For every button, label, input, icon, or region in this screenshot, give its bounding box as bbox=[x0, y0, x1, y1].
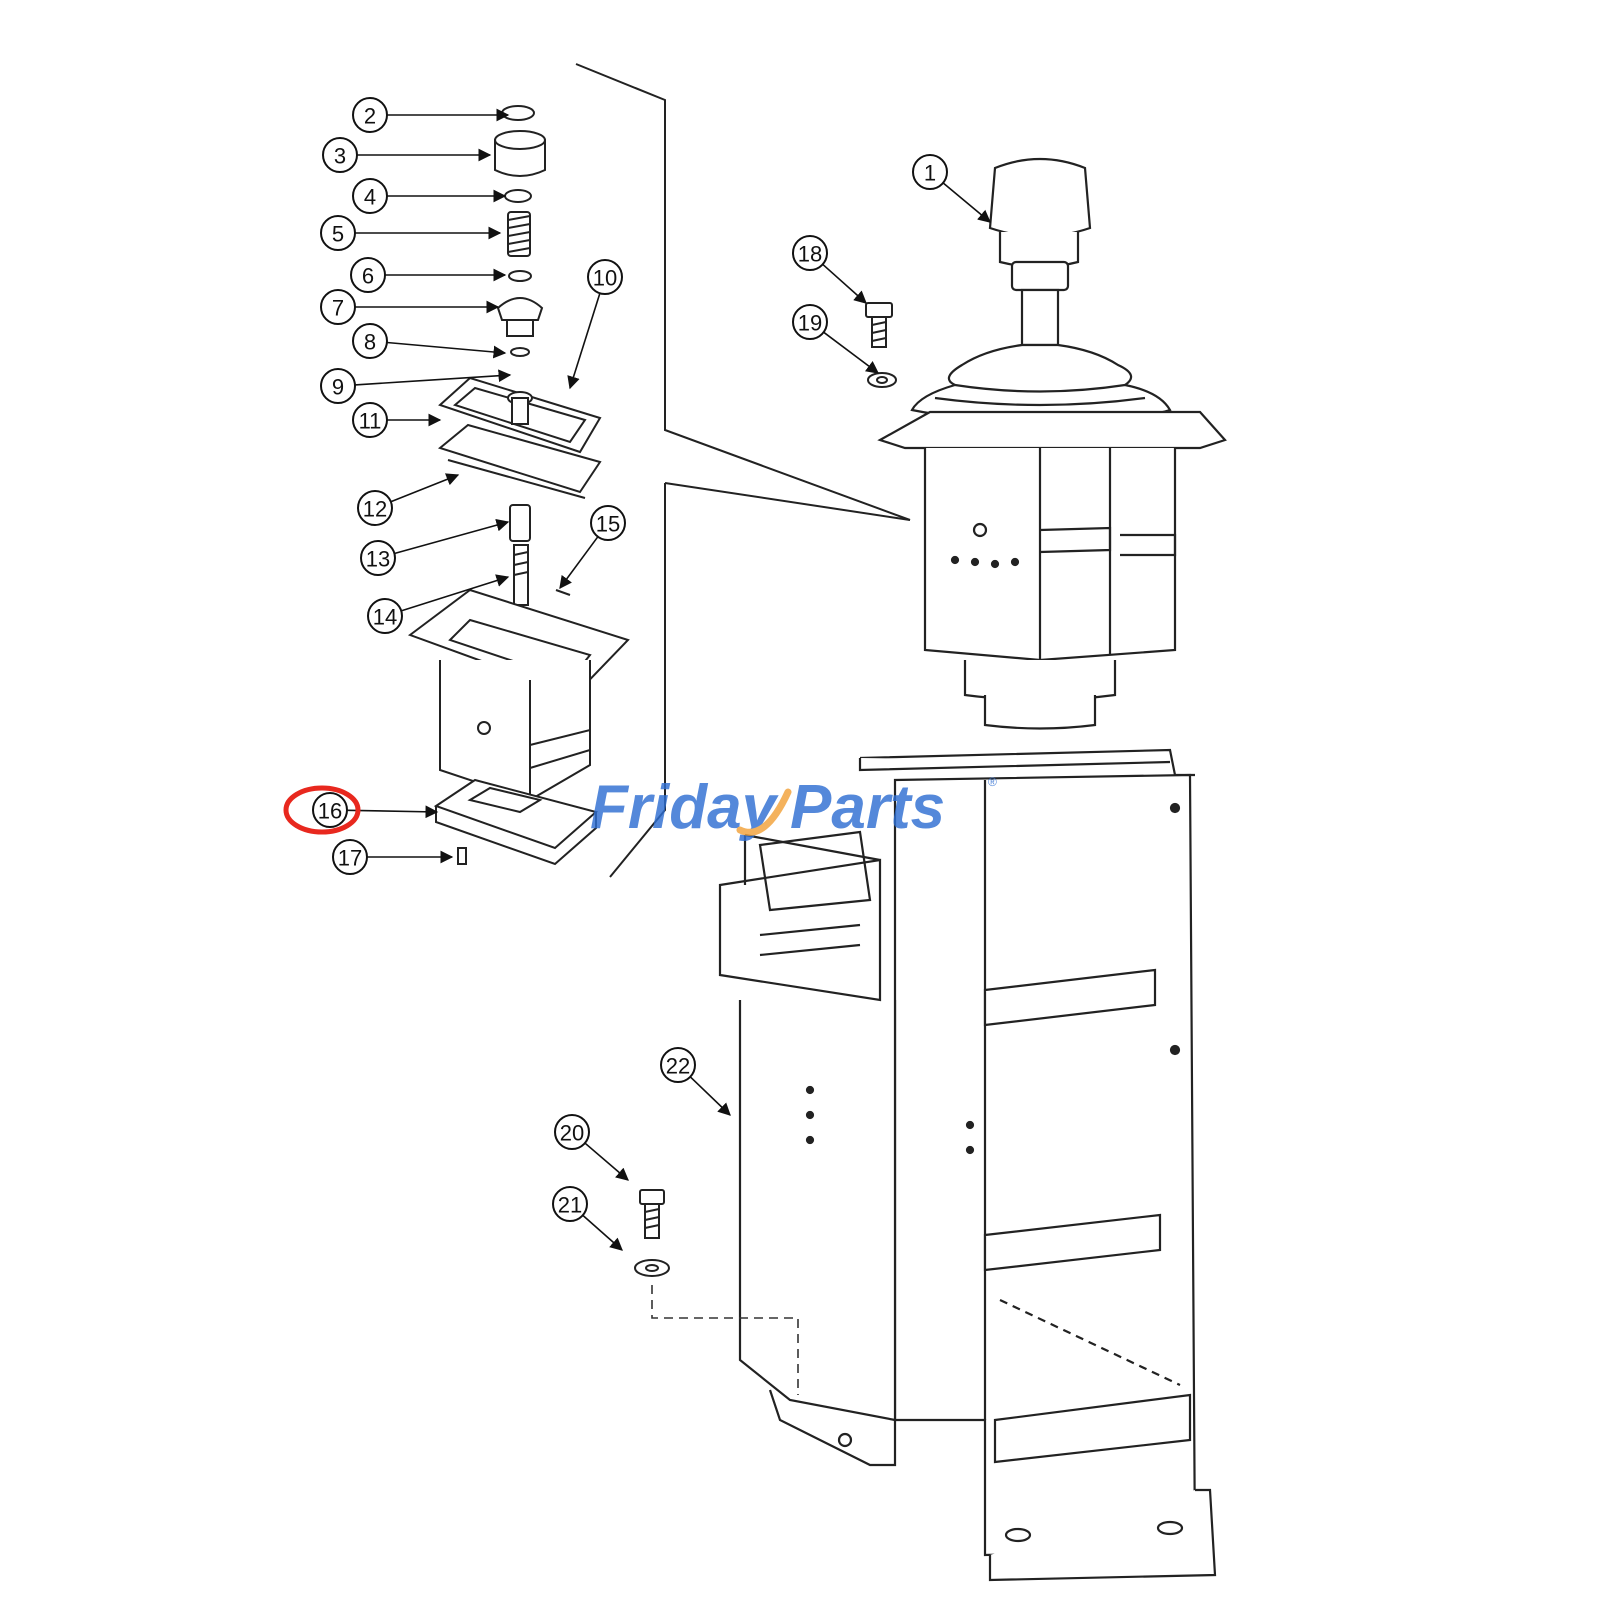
exploded-internals bbox=[407, 105, 630, 866]
bolt-path-dashed-line bbox=[651, 1285, 799, 1395]
callout-circle-20 bbox=[554, 1114, 590, 1150]
callout-leader-20 bbox=[584, 1142, 629, 1181]
callout-circle-7 bbox=[320, 289, 356, 325]
callout-12: 12 bbox=[357, 473, 460, 526]
callout-leader-1 bbox=[942, 182, 991, 223]
callout-circle-16 bbox=[312, 792, 348, 828]
callout-20: 20 bbox=[554, 1114, 629, 1181]
callout-leader-15 bbox=[559, 536, 599, 590]
callout-number: 14 bbox=[373, 605, 397, 630]
callout-leader-22 bbox=[689, 1076, 731, 1116]
bolt-and-washer-bottom bbox=[634, 1189, 670, 1277]
callout-number: 13 bbox=[366, 547, 390, 572]
callout-circle-17 bbox=[332, 839, 368, 875]
callout-circle-4 bbox=[352, 178, 388, 214]
callout-4: 4 bbox=[352, 178, 507, 214]
mounting-pedestal bbox=[718, 748, 1217, 1582]
joystick-assembly bbox=[877, 157, 1227, 730]
callout-number: 19 bbox=[798, 311, 822, 336]
callout-circle-2 bbox=[352, 97, 388, 133]
callout-circle-22 bbox=[660, 1047, 696, 1083]
callout-number: 16 bbox=[318, 799, 342, 824]
callout-1: 1 bbox=[912, 154, 991, 223]
callout-15: 15 bbox=[559, 505, 626, 590]
highlight-layer bbox=[283, 785, 361, 835]
callout-circle-10 bbox=[587, 259, 623, 295]
callout-circle-18 bbox=[792, 235, 828, 271]
callout-17: 17 bbox=[332, 839, 454, 875]
callout-leader-19 bbox=[823, 331, 880, 374]
callout-number: 6 bbox=[362, 264, 374, 289]
callout-number: 1 bbox=[924, 161, 936, 186]
callout-number: 20 bbox=[560, 1121, 584, 1146]
watermark-registered-mark: ® bbox=[988, 775, 997, 789]
callout-circle-14 bbox=[367, 598, 403, 634]
watermark-word-parts: Parts bbox=[790, 773, 945, 842]
callout-number: 4 bbox=[364, 185, 376, 210]
callout-leader-10 bbox=[567, 292, 601, 390]
callout-13: 13 bbox=[360, 518, 510, 576]
callout-number: 9 bbox=[332, 375, 344, 400]
callout-14: 14 bbox=[367, 574, 510, 634]
callout-11: 11 bbox=[352, 402, 442, 438]
callout-leader-13 bbox=[394, 518, 510, 555]
callout-6: 6 bbox=[350, 257, 507, 293]
callout-circle-9 bbox=[320, 368, 356, 404]
callout-leader-21 bbox=[582, 1214, 623, 1251]
callout-number: 12 bbox=[363, 497, 387, 522]
callout-16: 16 bbox=[312, 792, 439, 828]
callout-circle-21 bbox=[552, 1186, 588, 1222]
callout-19: 19 bbox=[792, 304, 880, 374]
callout-number: 21 bbox=[558, 1193, 582, 1218]
callout-9: 9 bbox=[320, 368, 512, 404]
callout-number: 5 bbox=[332, 222, 344, 247]
callout-number: 7 bbox=[332, 296, 344, 321]
callout-3: 3 bbox=[322, 137, 492, 173]
callout-leader-9 bbox=[354, 369, 512, 386]
callout-number: 22 bbox=[666, 1054, 690, 1079]
bolt-and-washer-top bbox=[865, 302, 897, 388]
callout-18: 18 bbox=[792, 235, 867, 304]
callout-circle-6 bbox=[350, 257, 386, 293]
callout-7: 7 bbox=[320, 289, 500, 325]
callout-number: 11 bbox=[359, 409, 382, 434]
callout-number: 10 bbox=[593, 266, 617, 291]
callout-leader-18 bbox=[822, 263, 867, 304]
callout-leader-16 bbox=[346, 805, 439, 819]
callout-number: 18 bbox=[798, 242, 822, 267]
callout-circle-13 bbox=[360, 540, 396, 576]
callout-number: 17 bbox=[338, 846, 362, 871]
watermark-logo: Friday Parts ® bbox=[590, 773, 997, 842]
callout-circle-5 bbox=[320, 215, 356, 251]
callout-number: 2 bbox=[364, 104, 376, 129]
callout-leader-14 bbox=[400, 574, 510, 612]
projection-lines bbox=[575, 63, 911, 878]
callout-leader-8 bbox=[386, 341, 507, 359]
callout-circle-1 bbox=[912, 154, 948, 190]
callout-number: 15 bbox=[596, 512, 620, 537]
callout-5: 5 bbox=[320, 215, 502, 251]
callout-circle-15 bbox=[590, 505, 626, 541]
callout-circle-8 bbox=[352, 323, 388, 359]
watermark: Friday Parts ® bbox=[590, 760, 1010, 860]
callout-leader-12 bbox=[390, 473, 460, 503]
callout-22: 22 bbox=[660, 1047, 731, 1116]
callout-circle-19 bbox=[792, 304, 828, 340]
callout-10: 10 bbox=[567, 259, 623, 390]
callout-21: 21 bbox=[552, 1186, 623, 1251]
callout-circle-11 bbox=[352, 402, 388, 438]
callout-circle-3 bbox=[322, 137, 358, 173]
highlight-ring bbox=[283, 785, 361, 835]
callout-8: 8 bbox=[352, 323, 507, 359]
watermark-swoosh-icon bbox=[736, 788, 792, 836]
callout-number: 8 bbox=[364, 330, 376, 355]
callout-2: 2 bbox=[352, 97, 510, 133]
callout-circle-12 bbox=[357, 490, 393, 526]
callout-number: 3 bbox=[334, 144, 346, 169]
